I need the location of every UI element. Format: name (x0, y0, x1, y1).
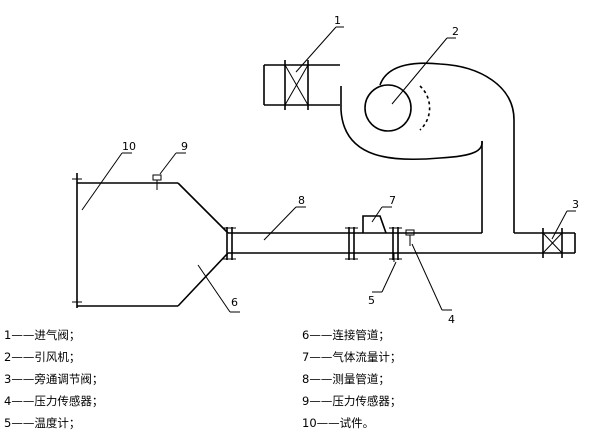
callout-1: 1 (334, 14, 341, 27)
legend-item-3: 3——旁通调节阀； (4, 372, 104, 386)
flange-2 (345, 227, 358, 260)
legend-item-2: 2——引风机； (4, 350, 81, 364)
flange-1 (223, 227, 236, 260)
legend-item-5: 5——温度计； (4, 416, 81, 430)
legend-item-4: 4——压力传感器； (4, 394, 104, 408)
legend-item-6: 6——连接管道； (302, 328, 390, 342)
callout-8: 8 (298, 194, 305, 207)
legend-item-10: 10——试件。 (302, 416, 375, 430)
callout-2: 2 (452, 25, 459, 38)
legend-item-1: 1——进气阀； (4, 328, 81, 342)
induced-draft-fan (340, 62, 540, 234)
connecting-duct (77, 182, 229, 307)
gas-flowmeter (362, 215, 387, 234)
legend-left-column: 1——进气阀； 2——引风机； 3——旁通调节阀； 4——压力传感器； 5——温… (4, 324, 103, 434)
pressure-sensor-4 (405, 229, 415, 246)
leader-lines (81, 26, 576, 313)
bypass-control-valve (540, 228, 576, 258)
flange-3 (389, 227, 402, 260)
legend-right-column: 6——连接管道； 7——气体流量计； 8——测量管道； 9——压力传感器； 10… (302, 324, 401, 434)
legend-item-9: 9——压力传感器； (302, 394, 402, 408)
callout-5: 5 (368, 294, 375, 307)
specimen (72, 173, 82, 308)
measurement-duct (228, 141, 540, 254)
callout-9: 9 (181, 140, 188, 153)
callout-3: 3 (572, 198, 579, 211)
pressure-sensor-9 (152, 174, 162, 190)
callout-10: 10 (122, 140, 136, 153)
callout-4: 4 (448, 313, 455, 326)
legend-item-7: 7——气体流量计； (302, 350, 402, 364)
inlet-valve (263, 60, 340, 110)
legend-item-8: 8——测量管道； (302, 372, 390, 386)
callout-7: 7 (389, 194, 396, 207)
callout-6: 6 (231, 296, 238, 309)
